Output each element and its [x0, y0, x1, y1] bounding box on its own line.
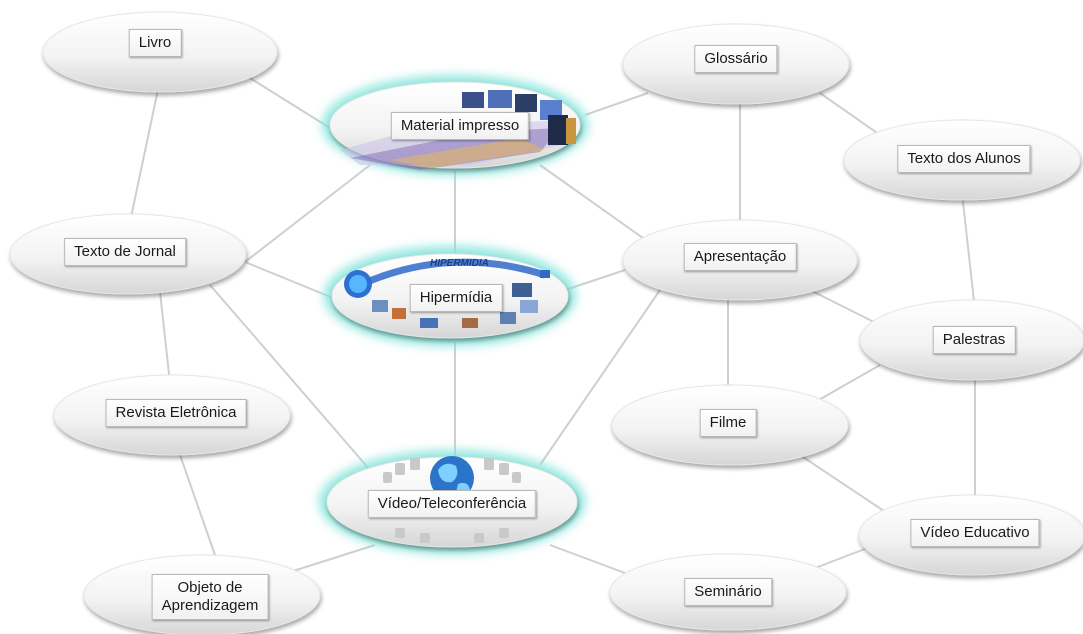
node-video-educativo: Vídeo Educativo — [910, 519, 1040, 547]
node-objeto-aprendizagem: Objeto de Aprendizagem — [151, 574, 269, 620]
node-filme-label: Filme — [709, 414, 747, 431]
node-livro-label: Livro — [138, 34, 172, 51]
node-glossario: Glossário — [694, 45, 778, 73]
connector — [799, 454, 891, 516]
connector — [809, 289, 881, 326]
connector — [809, 544, 876, 571]
node-livro: Livro — [128, 29, 182, 57]
node-filme: Filme — [699, 409, 757, 437]
node-seminario: Seminário — [684, 578, 772, 606]
node-texto-alunos: Texto dos Alunos — [897, 145, 1031, 173]
connector — [819, 92, 881, 136]
hypermedia-collage-image: HIPERMIDIA — [344, 258, 550, 328]
connector — [159, 291, 171, 384]
node-material-impresso-label: Material impresso — [400, 117, 520, 134]
connector — [244, 74, 331, 129]
connector — [564, 269, 626, 291]
node-objeto-label-line2: Aprendizagem — [161, 597, 259, 614]
connector — [539, 289, 661, 466]
node-seminario-label: Seminário — [694, 583, 762, 600]
node-texto-jornal-label: Texto de Jornal — [74, 243, 176, 260]
node-video-teleconferencia-label: Vídeo/Teleconferência — [377, 495, 527, 512]
node-revista-eletronica-label: Revista Eletrônica — [115, 404, 237, 421]
node-hipermidia: Hipermídia — [409, 284, 503, 312]
node-objeto-label-line1: Objeto de — [177, 579, 243, 596]
connector — [584, 92, 649, 116]
connector — [129, 79, 161, 223]
connector — [289, 544, 376, 573]
node-palestras-label: Palestras — [942, 331, 1006, 348]
connector — [809, 364, 881, 406]
teleconference-image — [383, 456, 521, 543]
connector — [179, 454, 216, 556]
node-material-impresso: Material impresso — [390, 112, 530, 140]
node-texto-jornal: Texto de Jornal — [64, 238, 186, 266]
node-video-educativo-label: Vídeo Educativo — [920, 524, 1030, 541]
node-apresentacao-label: Apresentação — [693, 248, 787, 265]
hipermidia-banner: HIPERMIDIA — [430, 258, 489, 269]
node-video-teleconferencia: Vídeo/Teleconferência — [367, 490, 537, 518]
node-revista-eletronica: Revista Eletrônica — [105, 399, 247, 427]
node-apresentacao: Apresentação — [683, 243, 797, 271]
connector — [244, 164, 371, 263]
connector — [244, 261, 339, 301]
node-texto-alunos-label: Texto dos Alunos — [907, 150, 1021, 167]
node-glossario-label: Glossário — [704, 50, 768, 67]
node-hipermidia-label: Hipermídia — [419, 289, 493, 306]
connectors — [129, 74, 976, 574]
connector — [209, 284, 371, 471]
connector — [539, 164, 651, 244]
connector — [549, 544, 626, 574]
node-palestras: Palestras — [932, 326, 1016, 354]
